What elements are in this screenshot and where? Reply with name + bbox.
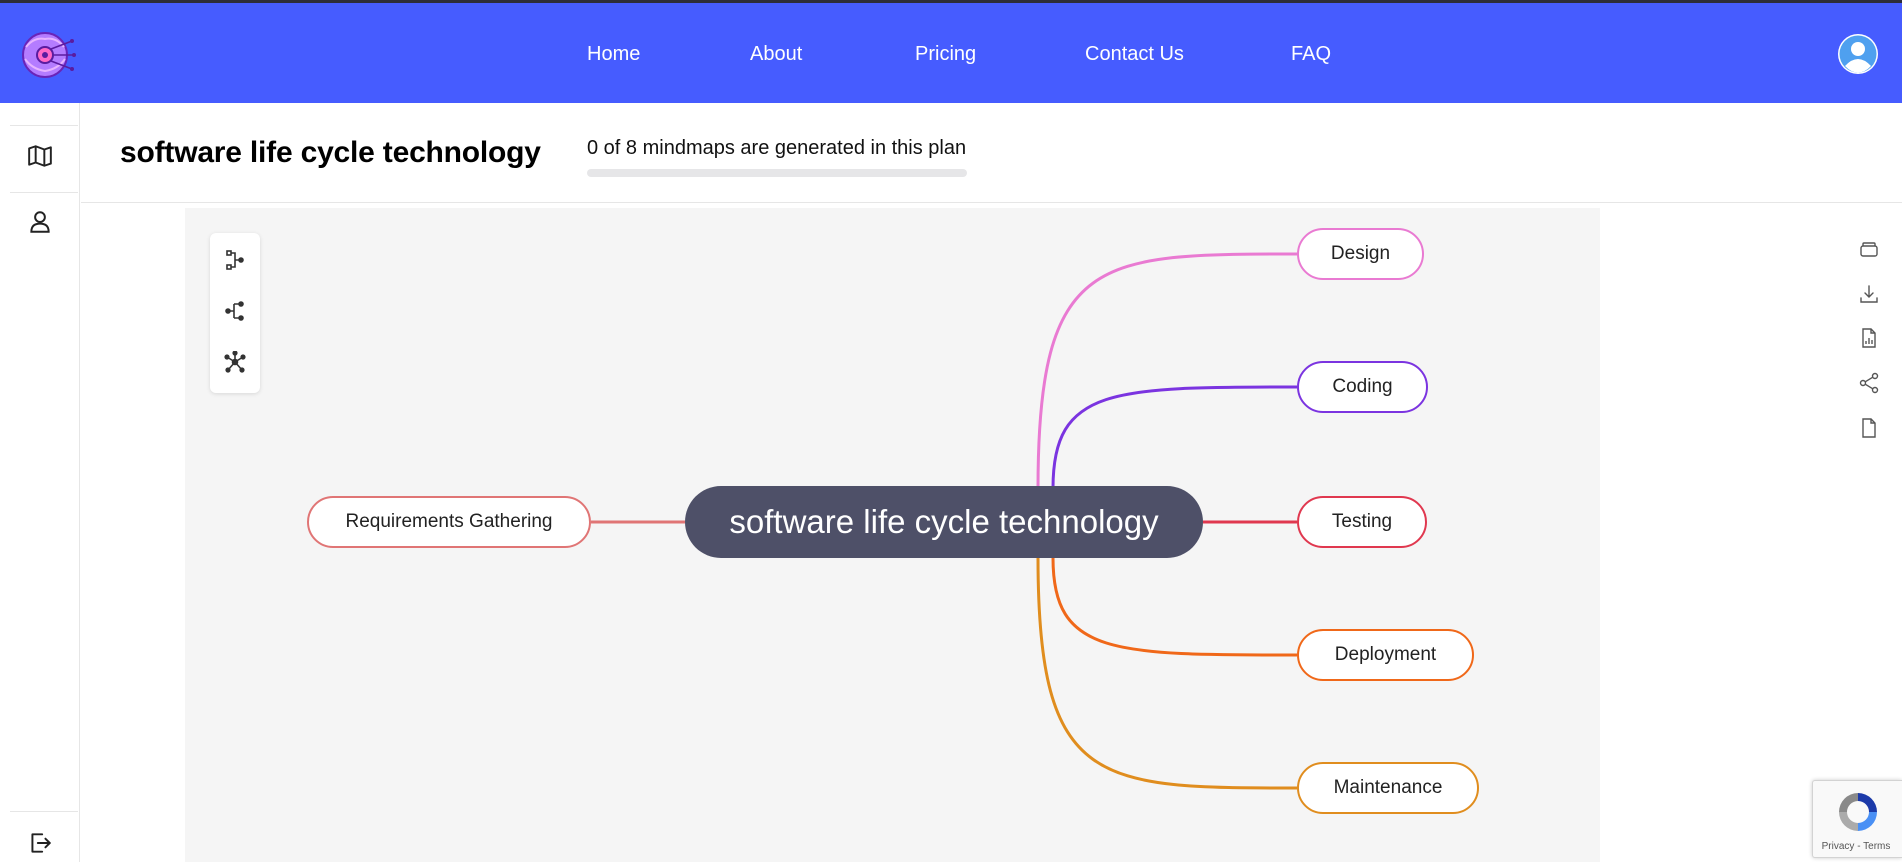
- cards-icon[interactable]: [1858, 238, 1880, 260]
- layout-right-icon[interactable]: [224, 249, 246, 271]
- mindmap-edge: [1036, 252, 1298, 489]
- document-icon[interactable]: [1858, 417, 1880, 439]
- mindmap-node-testing[interactable]: Testing: [1297, 496, 1427, 548]
- nav-about-link[interactable]: About: [750, 43, 803, 65]
- sidebar-divider: [10, 125, 78, 126]
- layout-left-icon[interactable]: [224, 300, 246, 322]
- share-icon[interactable]: [1858, 372, 1880, 394]
- nav-pricing-link[interactable]: Pricing: [915, 43, 977, 65]
- sidebar-divider: [10, 192, 78, 193]
- map-icon[interactable]: [27, 143, 53, 169]
- recaptcha-links[interactable]: Privacy - Terms: [1821, 841, 1891, 852]
- layout-toolbox: [210, 233, 260, 393]
- user-avatar-icon[interactable]: [1838, 34, 1878, 74]
- recaptcha-icon: [1839, 793, 1877, 831]
- download-icon[interactable]: [1858, 283, 1880, 305]
- nav-home-link[interactable]: Home: [587, 43, 641, 65]
- top-navbar: Home About Pricing Contact Us FAQ: [0, 0, 1902, 103]
- main-nav: Home About Pricing Contact Us FAQ: [0, 3, 1902, 103]
- page-header: software life cycle technology 0 of 8 mi…: [81, 103, 1902, 203]
- mindmap-edges: [591, 252, 1298, 790]
- mindmap-node-coding[interactable]: Coding: [1297, 361, 1428, 413]
- mindmap-node-requirements-gathering[interactable]: Requirements Gathering: [307, 496, 591, 548]
- mindmap-node-deployment[interactable]: Deployment: [1297, 629, 1474, 681]
- sidebar-divider: [10, 811, 78, 812]
- mindmap-node-maintenance[interactable]: Maintenance: [1297, 762, 1479, 814]
- logout-icon[interactable]: [27, 830, 53, 856]
- sidebar: [0, 103, 80, 862]
- plan-status-text: 0 of 8 mindmaps are generated in this pl…: [587, 137, 967, 159]
- brain-logo-icon[interactable]: [18, 29, 76, 81]
- mindmap-canvas[interactable]: software life cycle technology Requireme…: [185, 208, 1600, 862]
- recaptcha-badge[interactable]: Privacy - Terms: [1812, 780, 1902, 858]
- nav-contact-link[interactable]: Contact Us: [1085, 43, 1184, 65]
- mindmap-edge: [1051, 557, 1298, 657]
- nav-faq-link[interactable]: FAQ: [1291, 43, 1332, 65]
- mindmap-edge: [1051, 385, 1298, 489]
- mindmap-root-node[interactable]: software life cycle technology: [685, 486, 1203, 558]
- layout-radial-icon[interactable]: [224, 351, 246, 373]
- report-icon[interactable]: [1858, 327, 1880, 349]
- mindmap-edge: [1036, 557, 1298, 790]
- plan-progress-bar: [587, 169, 967, 177]
- page-title: software life cycle technology: [120, 136, 541, 169]
- user-icon[interactable]: [27, 209, 53, 235]
- mindmap-node-design[interactable]: Design: [1297, 228, 1424, 280]
